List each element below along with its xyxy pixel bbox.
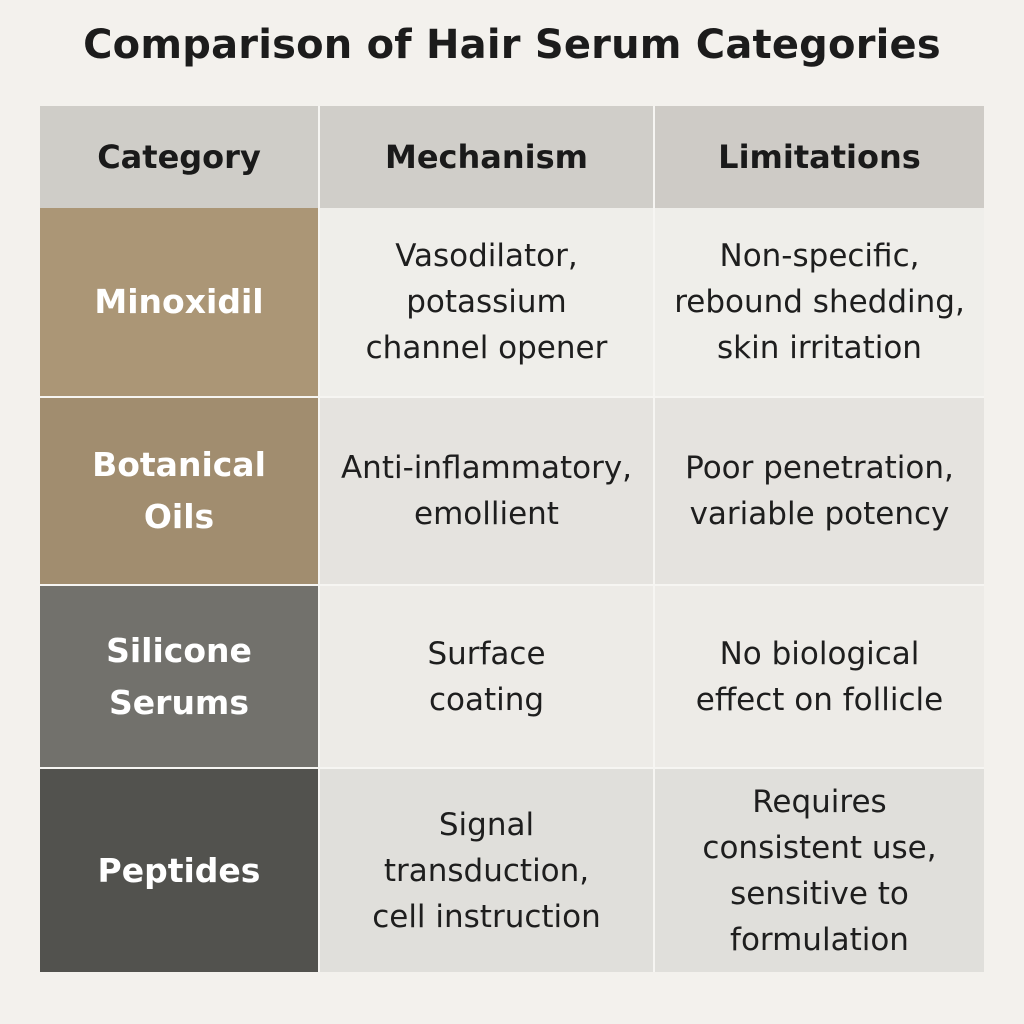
row-peptides-limitations: Requires consistent use, sensitive to fo… [653, 767, 984, 972]
row-silicone-serums-category: Silicone Serums [40, 584, 318, 767]
row-botanical-oils-limitations: Poor penetration, variable potency [653, 396, 984, 584]
header-category: Category [40, 106, 318, 208]
row-peptides-mechanism: Signal transduction, cell instruction [318, 767, 653, 972]
row-minoxidil-mechanism: Vasodilator, potassium channel opener [318, 208, 653, 396]
row-minoxidil-limitations: Non-specific, rebound shedding, skin irr… [653, 208, 984, 396]
row-minoxidil-category: Minoxidil [40, 208, 318, 396]
row-peptides-category: Peptides [40, 767, 318, 972]
row-botanical-oils-category: Botanical Oils [40, 396, 318, 584]
row-botanical-oils-mechanism: Anti-inflammatory, emollient [318, 396, 653, 584]
comparison-table: Category Mechanism Limitations Minoxidil… [40, 106, 984, 972]
header-mechanism: Mechanism [318, 106, 653, 208]
row-silicone-serums-mechanism: Surface coating [318, 584, 653, 767]
row-silicone-serums-limitations: No biological effect on follicle [653, 584, 984, 767]
table-title: Comparison of Hair Serum Categories [83, 22, 941, 68]
header-limitations: Limitations [653, 106, 984, 208]
